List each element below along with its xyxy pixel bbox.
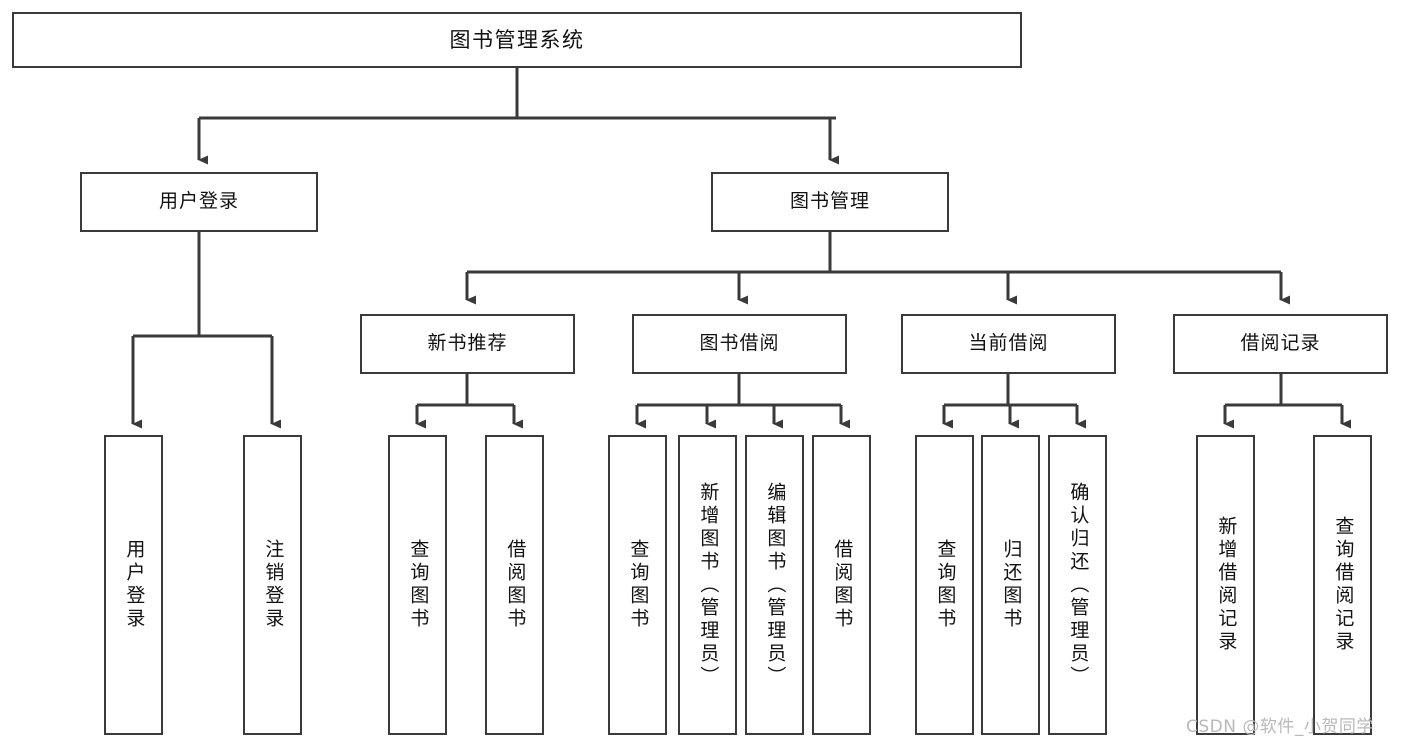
node-leaf-borrow-record-add[interactable]: 新增借阅记录 [1196, 435, 1255, 735]
node-label: 查询图书 [627, 539, 650, 631]
node-leaf-book-borrow-borrow[interactable]: 借阅图书 [812, 435, 871, 735]
node-label: 注销登录 [262, 539, 285, 631]
node-current-borrow[interactable]: 当前借阅 [901, 314, 1116, 374]
node-label: 新增图书（管理员） [697, 481, 720, 689]
node-label: 确认归还（管理员） [1067, 481, 1090, 689]
node-label: 借阅图书 [504, 539, 527, 631]
node-user-login[interactable]: 用户登录 [80, 172, 318, 232]
node-leaf-current-borrow-query[interactable]: 查询图书 [915, 435, 974, 735]
node-label: 图书借阅 [699, 332, 780, 355]
node-book-borrow[interactable]: 图书借阅 [632, 314, 847, 374]
node-leaf-new-book-borrow[interactable]: 借阅图书 [485, 435, 544, 735]
node-leaf-current-borrow-return[interactable]: 归还图书 [981, 435, 1040, 735]
node-leaf-user-login-signin[interactable]: 用户登录 [104, 435, 163, 735]
node-book-management[interactable]: 图书管理 [711, 172, 949, 232]
node-label: 新增借阅记录 [1215, 516, 1238, 654]
node-leaf-book-borrow-add[interactable]: 新增图书（管理员） [678, 435, 737, 735]
node-label: 用户登录 [123, 539, 146, 631]
node-leaf-new-book-query[interactable]: 查询图书 [388, 435, 447, 735]
node-label: 图书管理 [789, 190, 870, 213]
node-label: 编辑图书（管理员） [764, 481, 787, 689]
node-label: 借阅图书 [831, 539, 854, 631]
node-leaf-book-borrow-query[interactable]: 查询图书 [608, 435, 667, 735]
node-label: 当前借阅 [968, 332, 1049, 355]
node-root-book-management-system[interactable]: 图书管理系统 [12, 12, 1022, 68]
node-label: 查询借阅记录 [1332, 516, 1355, 654]
node-label: 归还图书 [1000, 539, 1023, 631]
node-borrow-record[interactable]: 借阅记录 [1173, 314, 1388, 374]
node-label: 用户登录 [158, 190, 239, 213]
node-label: 查询图书 [407, 539, 430, 631]
node-label: 查询图书 [934, 539, 957, 631]
node-label: 借阅记录 [1240, 332, 1321, 355]
node-label: 新书推荐 [427, 332, 508, 355]
node-leaf-current-borrow-confirm-return[interactable]: 确认归还（管理员） [1048, 435, 1107, 735]
node-leaf-borrow-record-query[interactable]: 查询借阅记录 [1313, 435, 1372, 735]
node-leaf-user-login-signout[interactable]: 注销登录 [243, 435, 302, 735]
node-new-book-recommend[interactable]: 新书推荐 [360, 314, 575, 374]
node-leaf-book-borrow-edit[interactable]: 编辑图书（管理员） [745, 435, 804, 735]
node-label: 图书管理系统 [449, 27, 585, 52]
